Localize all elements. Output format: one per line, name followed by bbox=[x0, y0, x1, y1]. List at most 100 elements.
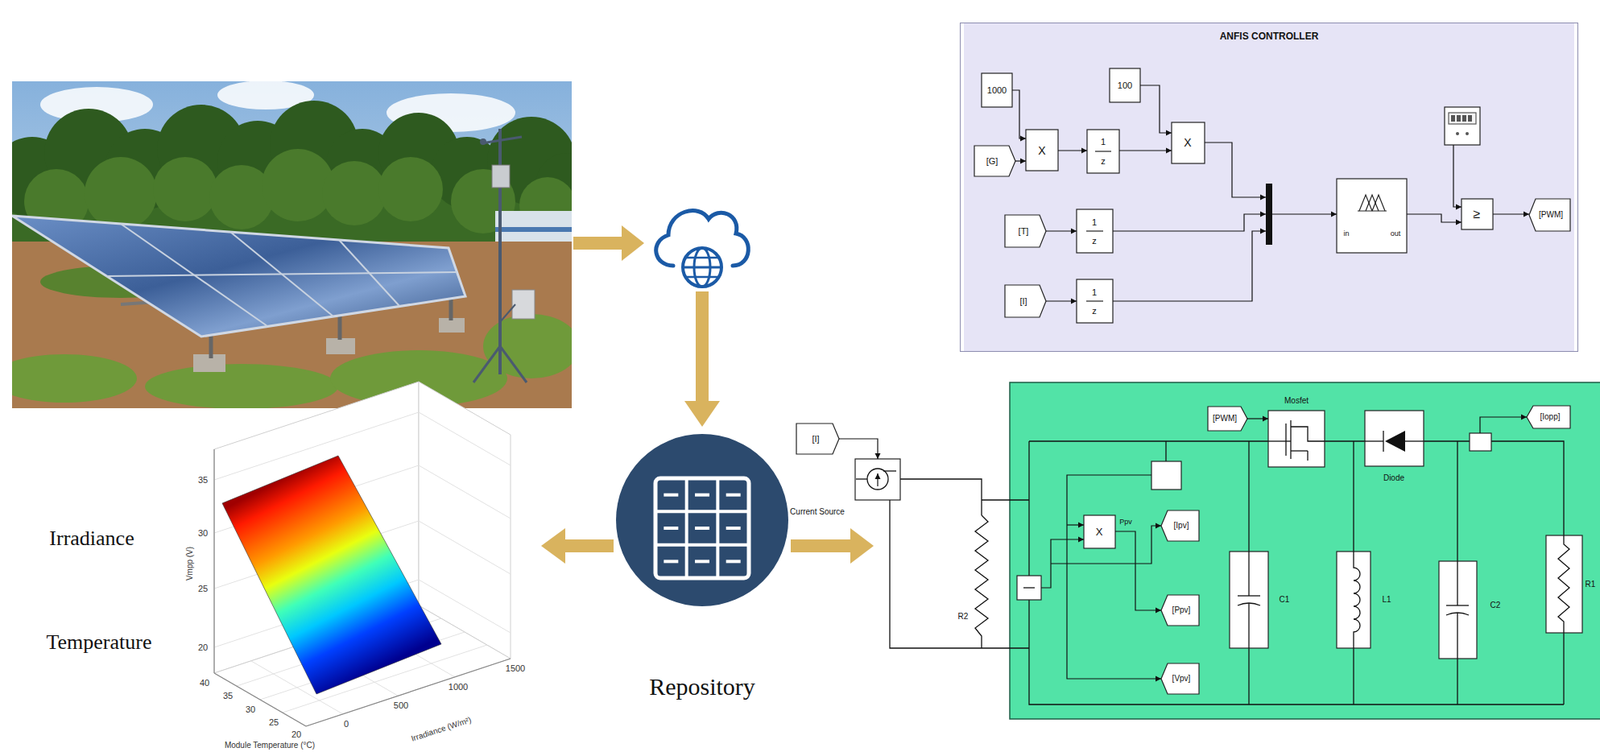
converter-circuit bbox=[1546, 535, 1583, 633]
converter-circuit bbox=[1028, 441, 1030, 576]
controller-blocks bbox=[1444, 107, 1481, 145]
block-text: 100 bbox=[1117, 81, 1133, 91]
component-label: L1 bbox=[1381, 595, 1391, 604]
solar-photo bbox=[152, 157, 218, 222]
component-label: C2 bbox=[1490, 601, 1501, 610]
component-label: Mosfet bbox=[1284, 396, 1309, 406]
surface-plot bbox=[418, 412, 511, 466]
solar-photo bbox=[479, 138, 487, 145]
block-text: z bbox=[1091, 306, 1097, 316]
solar-photo bbox=[339, 239, 400, 306]
controller-blocks bbox=[1086, 300, 1104, 302]
tick-label: 500 bbox=[393, 701, 409, 711]
converter-circuit bbox=[1290, 426, 1325, 442]
controller-blocks bbox=[1012, 90, 1026, 139]
component-label: R1 bbox=[1585, 580, 1596, 589]
tag-text: [I] bbox=[1019, 297, 1027, 306]
converter-circuit bbox=[1446, 604, 1469, 606]
flow-arrow bbox=[695, 291, 709, 405]
flow-arrow bbox=[684, 401, 720, 427]
converter-circuit bbox=[1248, 551, 1249, 596]
panel-title: ANFIS CONTROLLER bbox=[960, 30, 1578, 42]
table-icon bbox=[694, 559, 710, 563]
solar-photo bbox=[378, 157, 443, 222]
converter-circuit bbox=[1161, 663, 1199, 695]
signal-label: Ppv bbox=[1119, 518, 1133, 526]
table-icon bbox=[663, 493, 679, 497]
converter-circuit bbox=[839, 438, 878, 459]
converter-circuit bbox=[975, 515, 989, 649]
flow-arrow bbox=[541, 528, 566, 564]
converter-circuit bbox=[1438, 561, 1477, 659]
surface-plot bbox=[418, 579, 511, 633]
controller-blocks bbox=[1119, 149, 1172, 151]
controller-blocks bbox=[1086, 230, 1104, 232]
axis-title: Vmpp (V) bbox=[186, 546, 195, 581]
controller-blocks bbox=[1453, 144, 1462, 207]
converter-circuit bbox=[1285, 423, 1286, 456]
controller-blocks bbox=[963, 22, 1575, 352]
solar-photo bbox=[326, 338, 356, 355]
converter-circuit bbox=[889, 441, 1564, 705]
tag-text: [G] bbox=[986, 157, 999, 166]
repository-circle bbox=[616, 434, 789, 607]
surface-plot bbox=[214, 412, 511, 715]
table-icon bbox=[694, 493, 710, 497]
controller-blocks bbox=[1406, 214, 1462, 223]
table-icon bbox=[726, 526, 741, 530]
solar-photo bbox=[322, 161, 387, 226]
component-label: Current Source bbox=[789, 508, 845, 517]
port-label: out bbox=[1390, 230, 1402, 238]
flow-arrow bbox=[563, 539, 614, 553]
controller-blocks bbox=[1461, 198, 1493, 230]
converter-circuit bbox=[1456, 561, 1458, 606]
flow-arrow bbox=[790, 539, 852, 553]
converter-circuit bbox=[1353, 551, 1361, 649]
converter-circuit bbox=[796, 382, 1600, 720]
solar-photo bbox=[209, 334, 214, 359]
controller-blocks bbox=[1171, 122, 1205, 164]
converter-circuit bbox=[876, 473, 878, 487]
block-text: z bbox=[1091, 236, 1097, 246]
port-label: in bbox=[1343, 230, 1349, 238]
block-text: X bbox=[1037, 144, 1046, 157]
converter-circuit bbox=[1161, 595, 1199, 626]
block-text: z bbox=[1100, 157, 1106, 166]
converter-circuit bbox=[1336, 551, 1371, 649]
converter-circuit bbox=[1248, 441, 1249, 552]
controller-blocks bbox=[1112, 214, 1266, 232]
converter-circuit bbox=[1405, 440, 1424, 442]
controller-blocks bbox=[1451, 115, 1456, 122]
tick-label: 25 bbox=[268, 718, 279, 728]
solar-photo bbox=[120, 223, 268, 327]
converter-circuit bbox=[839, 417, 1527, 679]
controller-blocks bbox=[1467, 115, 1472, 122]
converter-circuit bbox=[1352, 648, 1354, 705]
controller-blocks bbox=[1365, 194, 1379, 211]
table-icon bbox=[715, 478, 720, 579]
solar-photo bbox=[230, 231, 334, 317]
solar-photo bbox=[12, 81, 572, 409]
converter-circuit bbox=[1151, 461, 1182, 490]
surface-plot bbox=[214, 381, 511, 727]
controller-blocks bbox=[1076, 209, 1113, 253]
controller-blocks bbox=[1012, 85, 1530, 302]
controller-blocks bbox=[1140, 85, 1172, 133]
repository-node: Repository bbox=[615, 433, 790, 709]
tick-label: 1500 bbox=[505, 664, 526, 674]
controller-blocks bbox=[1045, 300, 1077, 302]
controller-blocks bbox=[1204, 142, 1266, 198]
solar-photo bbox=[338, 315, 343, 340]
flow-arrow bbox=[850, 528, 874, 564]
block-text: ≥ bbox=[1473, 207, 1481, 221]
side-label: Temperature bbox=[46, 632, 153, 654]
converter-circuit bbox=[1247, 417, 1269, 419]
solar-photo bbox=[481, 136, 522, 144]
flow-arrow bbox=[541, 225, 874, 564]
converter-circuit bbox=[1237, 595, 1261, 596]
converter-circuit bbox=[1029, 599, 1564, 705]
converter-circuit bbox=[1491, 441, 1564, 536]
controller-blocks bbox=[1462, 115, 1467, 122]
converter-circuit bbox=[1115, 531, 1162, 611]
